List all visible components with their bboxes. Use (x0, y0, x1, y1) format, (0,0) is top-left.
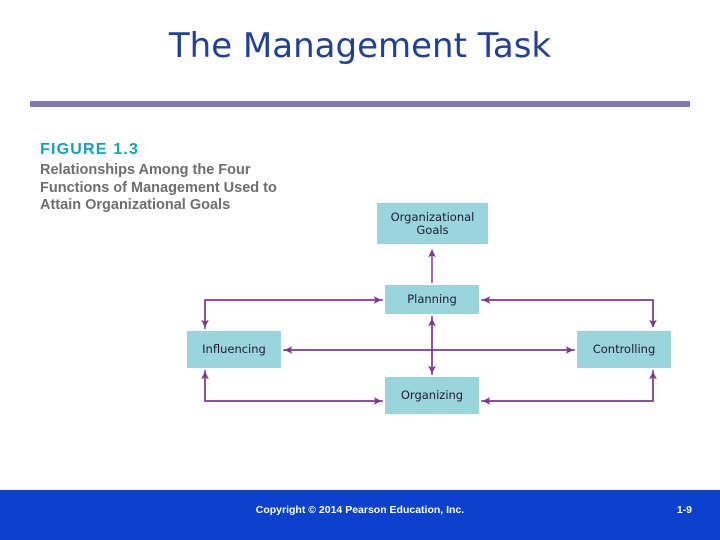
node-planning[interactable]: Planning (385, 285, 479, 314)
copyright-text: Copyright © 2014 Pearson Education, Inc. (255, 504, 465, 516)
node-influencing[interactable]: Influencing (187, 331, 281, 368)
page-title: The Management Task (168, 26, 552, 66)
arrow-organizing-to-influencing (201, 371, 383, 402)
figure-title: Relationships Among the Four Functions o… (40, 162, 277, 213)
arrow-planning-to-influencing (201, 299, 383, 328)
arrow-influencing-to-planning (204, 296, 382, 329)
arrow-controlling-to-planning (482, 296, 654, 327)
arrow-controlling-to-organizing (482, 370, 654, 405)
arrow-planning-to-controlling (481, 299, 657, 328)
slide-number: 1-9 (676, 504, 692, 516)
footer-bar: Copyright © 2014 Pearson Education, Inc.… (0, 490, 720, 540)
diagram-arrow-layer (201, 249, 657, 405)
node-organizing[interactable]: Organizing (385, 377, 479, 414)
management-functions-diagram (0, 120, 720, 490)
figure-panel: FIGURE 1.3 Relationships Among the Four … (0, 120, 720, 490)
figure-number: FIGURE 1.3 (40, 141, 140, 158)
arrow-organizing-to-controlling (481, 371, 657, 402)
node-controlling[interactable]: Controlling (577, 331, 671, 368)
arrow-influencing-to-organizing (204, 370, 382, 405)
title-divider (30, 101, 690, 107)
figure-caption-block: FIGURE 1.3 Relationships Among the Four … (40, 140, 290, 215)
